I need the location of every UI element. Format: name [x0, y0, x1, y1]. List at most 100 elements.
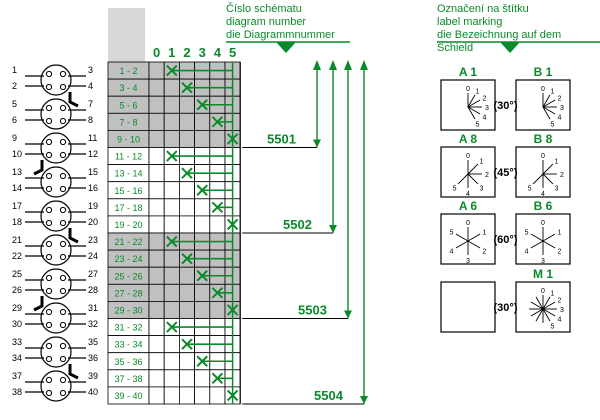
contact-closed-mark — [196, 184, 208, 196]
switch-cell — [163, 283, 180, 302]
dial-number: 1 — [483, 230, 487, 237]
terminal-pin — [45, 151, 53, 159]
header-arrow-icon — [276, 42, 296, 53]
terminal-number: 17 — [12, 201, 22, 211]
dial-number: 5 — [476, 121, 480, 128]
terminal-pin — [59, 342, 67, 350]
terminal-pin — [59, 321, 67, 329]
label-angle: (60°) — [494, 234, 518, 246]
switch-cell — [178, 352, 195, 371]
contact-closed-mark — [166, 235, 178, 248]
switch-cell — [178, 300, 195, 319]
dial-number: 3 — [560, 105, 564, 112]
dial-number: 4 — [525, 249, 529, 256]
switch-cell — [194, 386, 211, 405]
terminal-number: 35 — [88, 337, 98, 347]
position-number: 1 — [168, 45, 175, 60]
dial-spoke — [542, 301, 556, 310]
terminal-housing — [40, 268, 72, 300]
label-name: B 8 — [534, 132, 553, 146]
switch-cell — [148, 215, 165, 234]
terminal-number: 25 — [12, 269, 22, 279]
contact-label: 35 - 36 — [114, 357, 142, 367]
diagram-number-header-en: diagram number — [226, 16, 307, 28]
terminal-number: 26 — [12, 285, 22, 295]
label-marking-header: Označení na štítku label marking die Bez… — [437, 3, 600, 55]
switch-cell — [148, 386, 165, 405]
terminal-housing — [40, 132, 72, 164]
label-angle: (45°) — [494, 167, 518, 179]
terminal-pin — [45, 342, 53, 350]
switch-cell — [148, 129, 165, 148]
dial-number: 0 — [541, 288, 545, 295]
terminal-number: 1 — [12, 65, 17, 75]
terminal-number: 33 — [12, 337, 22, 347]
label-angle: (30°) — [494, 302, 518, 314]
position-number: 5 — [229, 45, 236, 60]
arrow-head-icon — [360, 396, 368, 404]
switch-cell — [148, 300, 165, 319]
switch-cell — [178, 266, 195, 285]
switch-cell — [163, 300, 180, 319]
dial-number: 0 — [541, 153, 545, 160]
contact-label: 1 - 2 — [119, 66, 137, 76]
terminal-number: 31 — [88, 303, 98, 313]
dial-spoke — [542, 106, 551, 120]
dial-spoke — [542, 240, 556, 249]
dial-spoke — [542, 296, 551, 310]
dial-number: 4 — [541, 191, 545, 198]
position-number: 3 — [199, 45, 206, 60]
dial-spoke — [542, 173, 554, 185]
terminal-pin — [59, 138, 67, 146]
switch-cell — [209, 386, 226, 405]
switch-cell — [163, 129, 180, 148]
terminal-pin — [59, 185, 67, 193]
contact-closed-mark — [211, 201, 224, 214]
dial-spoke — [542, 308, 551, 322]
contact-table: Kontaktcontactder Kontakt0123451 - 23 - … — [107, 8, 241, 405]
dial-spoke — [530, 308, 544, 317]
arrow-head-icon — [313, 139, 321, 148]
terminal-number: 37 — [12, 371, 22, 381]
switch-cell — [163, 95, 180, 114]
switch-cell — [148, 147, 165, 166]
dial-number: 3 — [485, 105, 489, 112]
terminal-number: 39 — [88, 371, 98, 381]
terminal-bridge — [33, 160, 44, 176]
diagram-number-header: Číslo schématu diagram number die Diagra… — [226, 3, 335, 42]
terminal-number: 8 — [88, 115, 93, 125]
switch-cell — [178, 386, 195, 405]
terminal-housing — [40, 166, 72, 198]
dial-spoke — [530, 301, 544, 310]
contact-closed-mark — [196, 99, 208, 111]
terminal-pin — [59, 206, 67, 214]
switch-cell — [194, 369, 211, 388]
terminal-bridge — [68, 92, 79, 108]
switch-cell — [209, 300, 226, 319]
arrow-head-icon — [313, 60, 321, 70]
dial-spoke — [530, 240, 544, 249]
dial-number: 1 — [554, 159, 558, 166]
switch-cell — [194, 215, 211, 234]
contact-label: 21 - 22 — [114, 237, 142, 247]
terminal-pin — [59, 355, 67, 363]
contact-label: 25 - 26 — [114, 271, 142, 281]
contact-closed-mark — [166, 64, 178, 77]
contact-label: 3 - 4 — [119, 83, 137, 93]
switch-cell — [194, 198, 211, 217]
switch-cell — [163, 215, 180, 234]
terminal-number: 19 — [88, 201, 98, 211]
switch-cell — [148, 369, 165, 388]
switch-cell — [163, 164, 180, 183]
dial-number: 3 — [541, 258, 545, 265]
terminal-pin — [59, 104, 67, 112]
terminal-pin — [59, 376, 67, 384]
terminal-number: 7 — [88, 99, 93, 109]
position-number: 2 — [183, 45, 190, 60]
switch-cell — [148, 249, 165, 268]
diagram-number: 5504 — [314, 388, 344, 403]
label-header-arrow-icon — [500, 42, 520, 53]
dial-spoke — [542, 94, 551, 108]
dial-number: 2 — [558, 249, 562, 256]
